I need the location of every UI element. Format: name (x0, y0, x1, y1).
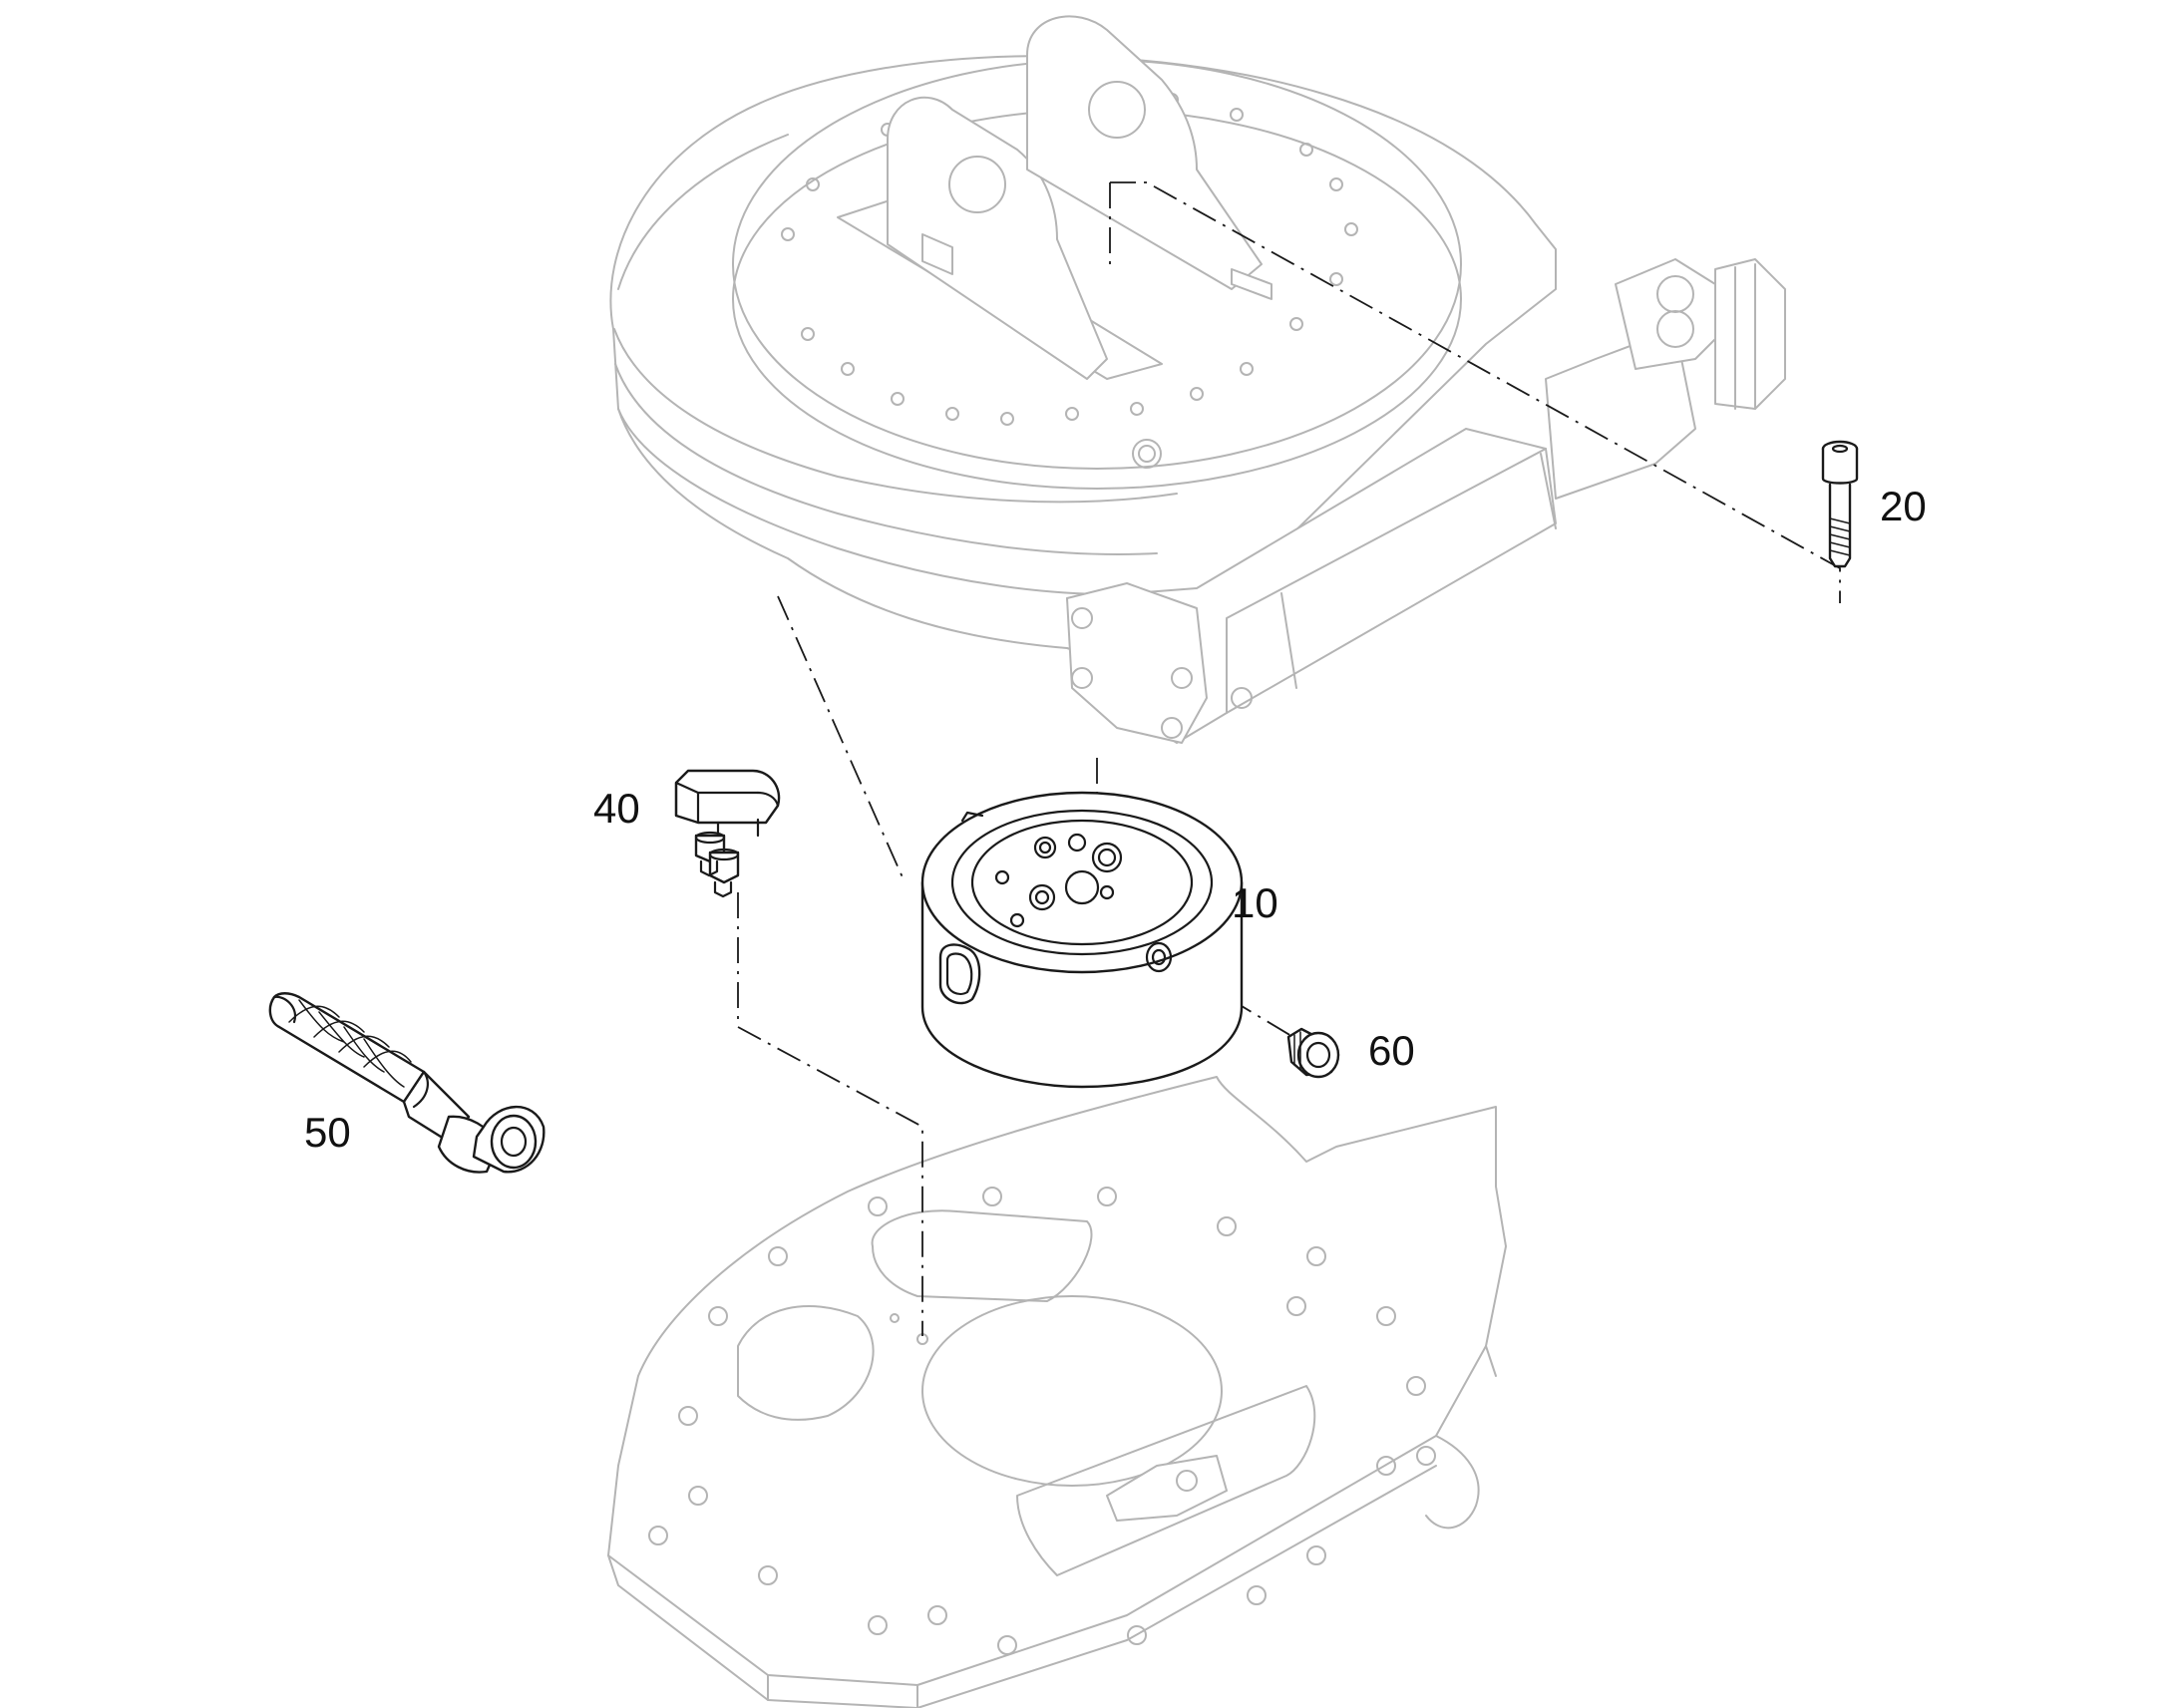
bottom-mounting-plate (607, 1076, 1507, 1708)
part-60-plug (1286, 1027, 1340, 1079)
callout-10: 10 (1232, 879, 1278, 926)
callout-50: 50 (304, 1109, 351, 1156)
callout-40: 40 (593, 785, 640, 832)
part-20-cap-screw (1821, 440, 1859, 568)
leader-lines (737, 181, 1841, 1336)
callout-20: 20 (1880, 483, 1927, 529)
housing-arm (1066, 258, 1786, 744)
part-10-swivel-body (920, 791, 1244, 1089)
part-40-bracket (674, 769, 781, 898)
plate-bolt-holes (648, 1187, 1436, 1655)
upper-housing-assembly (609, 15, 1786, 744)
callout-60: 60 (1368, 1027, 1415, 1074)
part-50-hose (268, 992, 545, 1174)
lifting-lugs (837, 15, 1272, 380)
callout-labels: 20 40 10 60 50 (304, 483, 1927, 1156)
